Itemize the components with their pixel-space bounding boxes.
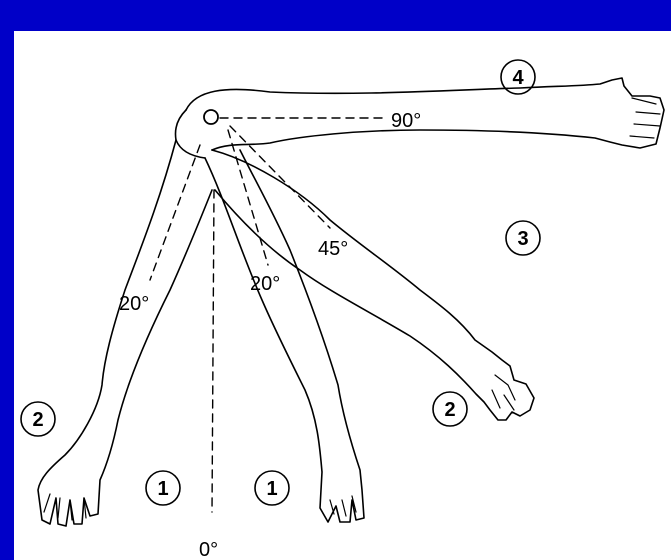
arm-position-2-left (37, 139, 213, 527)
position-number-2-right: 2 (444, 399, 455, 421)
position-number-4: 4 (512, 67, 524, 89)
diagram-panel: 90° 45° 20° 20° 0° 4 3 2 2 1 1 (14, 31, 671, 560)
arm-position-3 (211, 149, 535, 421)
position-number-3: 3 (517, 228, 528, 250)
arm-abduction-diagram: 90° 45° 20° 20° 0° 4 3 2 2 1 1 (20, 59, 665, 560)
angle-label-20-back: 20° (250, 273, 280, 295)
position-number-2-left: 2 (32, 409, 43, 431)
position-number-1-left: 1 (157, 478, 168, 500)
angle-label-0: 0° (199, 539, 218, 560)
angle-label-45: 45° (318, 238, 348, 260)
shoulder-outline (174, 109, 206, 159)
angle-label-90: 90° (391, 110, 421, 132)
angle-label-20-front: 20° (119, 293, 149, 315)
dashed-reference-lines (149, 117, 386, 513)
arm-position-1-right (204, 149, 365, 523)
position-circles (20, 59, 541, 506)
position-number-1-right: 1 (266, 478, 277, 500)
shoulder-joint-circle (203, 109, 219, 125)
arm-position-4 (185, 77, 665, 151)
